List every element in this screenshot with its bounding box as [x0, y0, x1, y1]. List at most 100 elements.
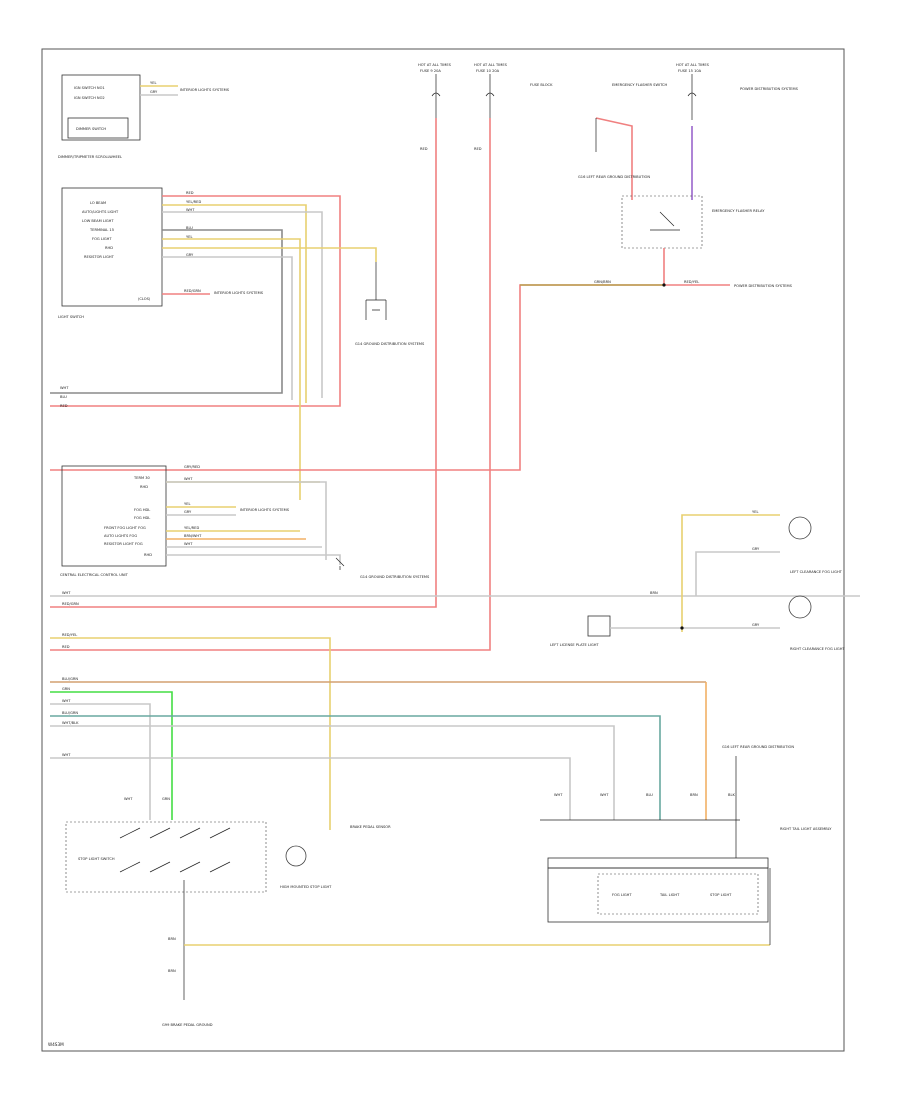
dimmer-block: IGN SWITCH NO1 IGN SWITCH NO2 DIMMER SWI…	[58, 74, 230, 159]
ls-wire-gry: GRY	[186, 253, 194, 257]
stop-wire-brn-b: BRN	[168, 969, 176, 973]
stop-switch-block: STOP LIGHT SWITCH BRN BRN G99 BRAKE PEDA…	[65, 797, 770, 1027]
central-unit-block: TERM 30 RHD FOG HDL FOG HDL FRONT FOG LI…	[60, 465, 430, 579]
ls-pin-2: AUTO/LIGHTS LIGHT	[82, 210, 119, 214]
tail-ground-label: G16 LEFT REAR GROUND DISTRIBUTION	[722, 745, 794, 749]
cu-wire-ylw-red: YEL/RED	[184, 526, 199, 530]
harness-red-yel: RED/YEL	[62, 633, 77, 637]
harness-wht-c: WHT	[62, 699, 71, 703]
tail-wire-blu: BLU	[646, 793, 653, 797]
rear-wire-gry: GRY	[752, 547, 760, 551]
cu-wire-brn-wht: BRN/WHT	[184, 534, 202, 538]
fuse-a-rating: FUSE 9 20A	[420, 69, 441, 73]
cu-interior-label: INTERIOR LIGHTS SYSTEMS	[240, 508, 290, 512]
relay-block: EMERGENCY FLASHER SWITCH HOT AT ALL TIME…	[50, 63, 799, 471]
cu-pin-7: AUTO LIGHTS FOG	[104, 534, 137, 538]
ls-pin-1: LO BEAM	[90, 201, 106, 205]
light-switch-block: LO BEAM AUTO/LIGHTS LIGHT LOW BEAM LIGHT…	[58, 187, 163, 319]
cu-ground-label: G14 GROUND DISTRIBUTION SYSTEMS	[360, 575, 430, 579]
relay-switch-label: EMERGENCY FLASHER SWITCH	[612, 83, 668, 87]
harness-blu-grn: BLU/GRN	[62, 677, 78, 681]
cu-wire-wht: WHT	[184, 477, 193, 481]
left-fog-lamp	[788, 516, 812, 540]
ls-pin-5: FOG LIGHT	[92, 237, 112, 241]
harness-lines: WHT RED/GRN RED/YEL RED BLU/GRN GRN WHT …	[50, 591, 860, 830]
ls-name: LIGHT SWITCH	[58, 315, 84, 319]
dimmer-pin-2: IGN SWITCH NO2	[74, 96, 105, 100]
harness-grn: GRN	[62, 687, 70, 691]
relay-box	[621, 195, 703, 249]
rear-lamps: LEFT CLEARANCE FOG LIGHT RIGHT CLEARANCE…	[550, 510, 845, 651]
fuse-b-wire: RED	[474, 147, 482, 151]
harness-wht-blk: WHT/BLK	[62, 721, 79, 725]
cu-wire-wht-b: WHT	[184, 542, 193, 546]
dimmer-target-label: INTERIOR LIGHTS SYSTEMS	[180, 88, 230, 92]
spare-label: BRAKE PEDAL SENSOR	[350, 825, 391, 829]
tail-cell-2: TAIL LIGHT	[659, 893, 680, 897]
fuse-note: FUSE BLOCK	[530, 83, 553, 87]
left-wire-wht-a: WHT	[60, 386, 69, 390]
ls-pin-6: RHD	[105, 246, 113, 250]
ls-wire-red-grn: RED/GRN	[184, 289, 201, 293]
stop-wire-grn: GRN	[162, 797, 170, 801]
relay-wire-grn-brn: GRN/BRN	[594, 280, 611, 284]
relay-ground-label: G16 LEFT REAR GROUND DISTRIBUTION	[578, 175, 650, 179]
stop-switch-label: STOP LIGHT SWITCH	[78, 857, 115, 861]
cu-pin-6: FRONT FOG LIGHT FOG	[104, 526, 146, 530]
relay-out-label: POWER DISTRIBUTION SYSTEMS	[734, 284, 793, 288]
cu-wire-gry: GRY	[184, 510, 192, 514]
dimmer-pin-1: IGN SWITCH NO1	[74, 86, 105, 90]
tail-assembly-label: RIGHT TAIL LIGHT ASSEMBLY	[780, 827, 832, 831]
ls-wire-ylw-red: YEL/RED	[186, 200, 201, 204]
fuse-group: HOT AT ALL TIMES FUSE 9 20A HOT AT ALL T…	[50, 63, 553, 651]
diagram-code: W4S3M	[48, 1042, 64, 1047]
ls-ground: (CLOS)	[138, 297, 151, 301]
cu-pin-1: TERM 30	[133, 476, 150, 480]
fuse-c-name: HOT AT ALL TIMES	[676, 63, 710, 67]
fuse-a-wire: RED	[420, 147, 428, 151]
fuse-c-rating: FUSE 15 10A	[678, 69, 702, 73]
relay-feed-label: POWER DISTRIBUTION SYSTEMS	[740, 87, 799, 91]
fuse-b-rating: FUSE 10 20A	[476, 69, 500, 73]
left-wire-blu-a: BLU	[60, 395, 67, 399]
tail-light-assembly: FOG LIGHT TAIL LIGHT STOP LIGHT RIGHT TA…	[540, 745, 832, 945]
ls-pin-4: TERMINAL 15	[89, 228, 114, 232]
stop-wire-wht: WHT	[124, 797, 133, 801]
tail-wire-wht: WHT	[554, 793, 563, 797]
cu-pin-5: FOG HDL	[134, 516, 150, 520]
rear-wire-gry-b: GRY	[752, 623, 760, 627]
rear-wire-ylw: YEL	[752, 510, 758, 514]
ls-interior-label: INTERIOR LIGHTS SYSTEMS	[214, 291, 264, 295]
relay-name: EMERGENCY FLASHER RELAY	[712, 209, 765, 213]
harness-blu-grn-b: BLU/GRN	[62, 711, 78, 715]
tail-cell-3: STOP LIGHT	[710, 893, 732, 897]
cu-pin-4: FOG HDL	[134, 508, 150, 512]
stop-wire-brn: BRN	[168, 937, 176, 941]
ls-pin-7: RESISTOR LIGHT	[84, 255, 115, 259]
diagram-frame	[41, 48, 845, 1052]
dimmer-sub-label: DIMMER SWITCH	[76, 127, 106, 131]
ls-wire-blu: BLU	[186, 226, 193, 230]
fuse-a-name: HOT AT ALL TIMES	[418, 63, 452, 67]
tail-cell-1: FOG LIGHT	[612, 893, 632, 897]
rear-wire-brn: BRN	[650, 591, 658, 595]
cu-name: CENTRAL ELECTRICAL CONTROL UNIT	[60, 573, 129, 577]
harness-wht: WHT	[62, 591, 71, 595]
light-switch-wires: RED YEL/RED WHT BLU YEL GRY RED/GRN INTE…	[50, 191, 425, 500]
left-fog-label: LEFT CLEARANCE FOG LIGHT	[790, 570, 843, 574]
ls-wire-yel: YEL	[186, 235, 192, 239]
relay-wire-red-yel: RED/YEL	[684, 280, 699, 284]
harness-red: RED	[62, 645, 70, 649]
cu-wire-gry-red: GRY/RED	[184, 465, 200, 469]
tail-wire-blk: BLK	[728, 793, 735, 797]
dimmer-wire-ylw: YEL	[150, 81, 156, 85]
dimmer-name: DIMMER/TRIPMETER SCROLLWHEEL	[58, 155, 122, 159]
dimmer-wire-gry: GRY	[150, 90, 158, 94]
harness-red-grn: RED/GRN	[62, 602, 79, 606]
ls-pin-3: LOW BEAM LIGHT	[82, 219, 114, 223]
brake-ground-label: G99 BRAKE PEDAL GROUND	[162, 1023, 213, 1027]
license-label: LEFT LICENSE PLATE LIGHT	[550, 643, 599, 647]
cu-pin-8: RESISTOR LIGHT FOG	[104, 542, 143, 546]
hmsl-label: HIGH MOUNTED STOP LIGHT	[280, 885, 332, 889]
